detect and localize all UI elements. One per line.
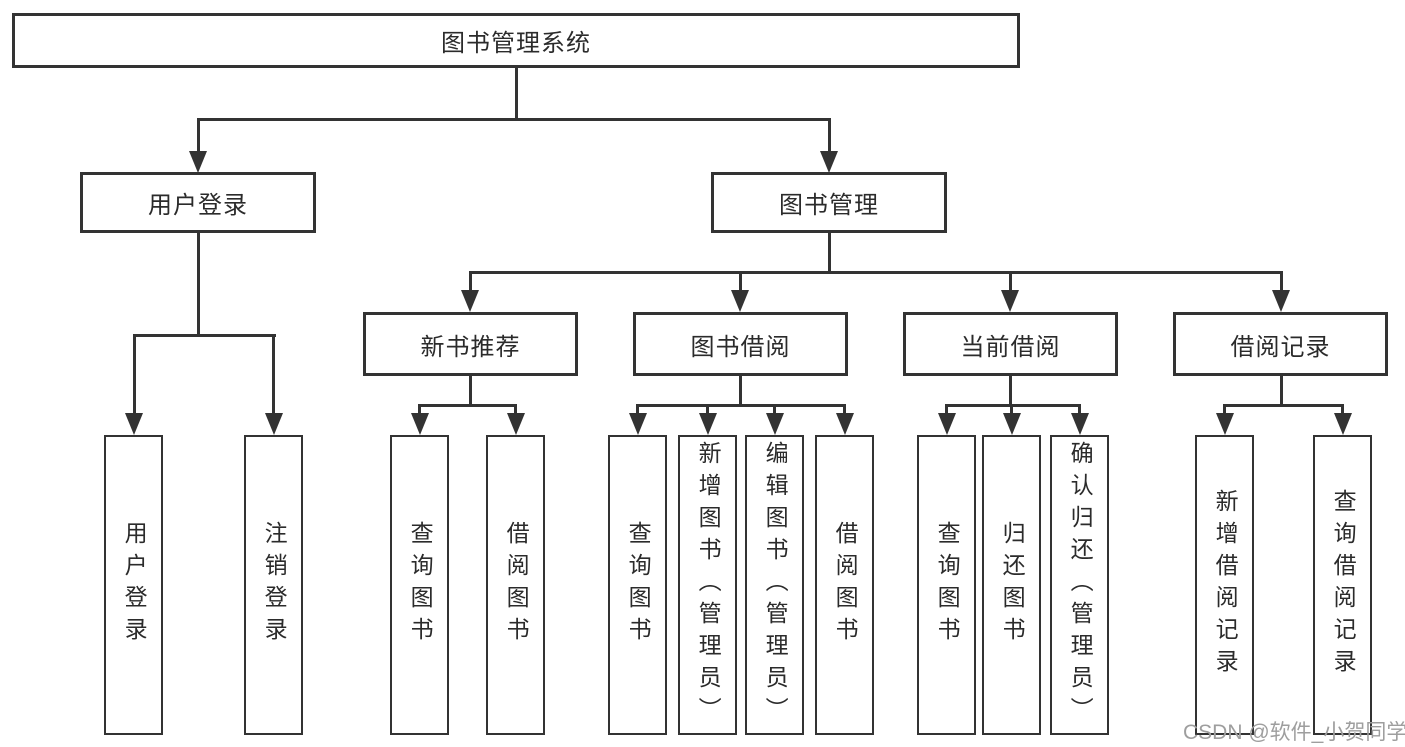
leaf-query-borrow-record: 查询借阅记录 xyxy=(1313,435,1372,735)
leaf-add-books-admin-label: 新增图书（管理员） xyxy=(695,441,722,729)
connector-line xyxy=(1341,404,1344,415)
arrowhead-down-icon xyxy=(189,151,207,173)
node-book-borrowing: 图书借阅 xyxy=(633,312,848,376)
connector-line xyxy=(773,404,776,415)
connector-line xyxy=(1008,271,1012,292)
node-borrow-records: 借阅记录 xyxy=(1173,312,1388,376)
leaf-confirm-return-admin: 确认归还（管理员） xyxy=(1050,435,1109,735)
connector-line xyxy=(636,404,846,407)
leaf-logout-login-label: 注销登录 xyxy=(261,521,288,649)
node-current-borrowing: 当前借阅 xyxy=(903,312,1118,376)
leaf-query-books-borrowing: 查询图书 xyxy=(608,435,667,735)
leaf-borrow-books-recommend-label: 借阅图书 xyxy=(503,521,530,649)
arrowhead-down-icon xyxy=(937,413,956,435)
leaf-query-books-recommend: 查询图书 xyxy=(390,435,449,735)
arrowhead-down-icon xyxy=(264,413,283,435)
connector-line xyxy=(945,404,948,415)
connector-line xyxy=(636,404,639,415)
node-book-borrowing-label: 图书借阅 xyxy=(690,333,791,361)
node-user-login-label: 用户登录 xyxy=(148,192,248,219)
connector-line xyxy=(196,118,200,153)
leaf-edit-books-admin: 编辑图书（管理员） xyxy=(745,435,804,735)
leaf-query-books-recommend-label: 查询图书 xyxy=(407,521,434,649)
arrowhead-down-icon xyxy=(698,413,717,435)
arrowhead-down-icon xyxy=(1070,413,1089,435)
node-current-borrowing-label: 当前借阅 xyxy=(960,333,1061,361)
node-root: 图书管理系统 xyxy=(12,13,1020,68)
connector-line xyxy=(1008,376,1012,407)
leaf-edit-books-admin-label: 编辑图书（管理员） xyxy=(762,441,789,729)
arrowhead-down-icon xyxy=(1333,413,1352,435)
connector-line xyxy=(738,271,742,292)
connector-line xyxy=(1279,271,1283,292)
node-root-label: 图书管理系统 xyxy=(441,30,591,57)
node-book-management-label: 图书管理 xyxy=(779,192,879,219)
connector-line xyxy=(945,404,1081,407)
connector-line xyxy=(196,233,200,337)
connector-line xyxy=(272,334,275,415)
connector-line xyxy=(1078,404,1081,415)
connector-line xyxy=(418,404,421,415)
arrowhead-down-icon xyxy=(125,413,143,435)
connector-line xyxy=(1223,404,1226,415)
leaf-query-borrow-record-label: 查询借阅记录 xyxy=(1330,489,1357,681)
arrowhead-down-icon xyxy=(820,151,838,173)
leaf-borrow-books-label: 借阅图书 xyxy=(832,521,859,649)
connector-line xyxy=(1010,404,1013,415)
leaf-logout-login: 注销登录 xyxy=(244,435,303,735)
arrowhead-down-icon xyxy=(1002,413,1021,435)
leaf-return-books: 归还图书 xyxy=(982,435,1041,735)
connector-line xyxy=(418,404,517,407)
leaf-confirm-return-admin-label: 确认归还（管理员） xyxy=(1067,441,1094,729)
node-new-book-recommend: 新书推荐 xyxy=(363,312,578,376)
node-borrow-records-label: 借阅记录 xyxy=(1230,333,1331,361)
leaf-borrow-books: 借阅图书 xyxy=(815,435,874,735)
arrowhead-down-icon xyxy=(410,413,429,435)
connector-line xyxy=(1223,404,1344,407)
connector-line xyxy=(196,118,831,121)
arrowhead-down-icon xyxy=(628,413,647,435)
watermark-text: CSDN @软件_小贺同学 xyxy=(1183,721,1405,744)
connector-line xyxy=(827,118,831,153)
leaf-add-borrow-record-label: 新增借阅记录 xyxy=(1212,489,1239,681)
arrowhead-down-icon xyxy=(461,290,479,312)
leaf-user-login: 用户登录 xyxy=(104,435,163,735)
connector-line xyxy=(468,271,1283,274)
connector-line xyxy=(468,271,472,292)
connector-line xyxy=(514,68,518,120)
leaf-borrow-books-recommend: 借阅图书 xyxy=(486,435,545,735)
connector-line xyxy=(1279,376,1283,407)
connector-line xyxy=(738,376,742,407)
leaf-query-books-current: 查询图书 xyxy=(917,435,976,735)
connector-line xyxy=(843,404,846,415)
arrowhead-down-icon xyxy=(835,413,854,435)
node-new-book-recommend-label: 新书推荐 xyxy=(420,333,521,361)
arrowhead-down-icon xyxy=(765,413,784,435)
arrowhead-down-icon xyxy=(506,413,525,435)
node-book-management: 图书管理 xyxy=(711,172,947,233)
leaf-query-books-borrowing-label: 查询图书 xyxy=(625,521,652,649)
leaf-add-borrow-record: 新增借阅记录 xyxy=(1195,435,1254,735)
arrowhead-down-icon xyxy=(1272,290,1290,312)
connector-line xyxy=(468,376,472,407)
arrowhead-down-icon xyxy=(1215,413,1234,435)
connector-line xyxy=(132,334,136,415)
leaf-return-books-label: 归还图书 xyxy=(999,521,1026,649)
leaf-user-login-label: 用户登录 xyxy=(121,521,148,649)
node-user-login: 用户登录 xyxy=(80,172,316,233)
leaf-add-books-admin: 新增图书（管理员） xyxy=(678,435,737,735)
connector-line xyxy=(514,404,517,415)
leaf-query-books-current-label: 查询图书 xyxy=(934,521,961,649)
arrowhead-down-icon xyxy=(731,290,749,312)
connector-line xyxy=(132,334,276,337)
connector-line xyxy=(706,404,709,415)
arrowhead-down-icon xyxy=(1001,290,1019,312)
connector-line xyxy=(827,233,831,274)
